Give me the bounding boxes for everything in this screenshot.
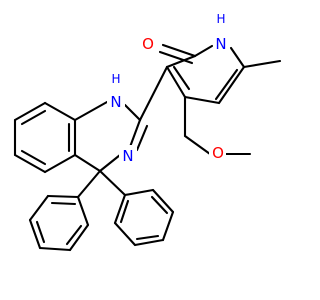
bond	[73, 100, 109, 122]
bond	[123, 188, 155, 197]
bond	[113, 221, 137, 247]
oxygen-label: O	[212, 144, 224, 162]
bond	[161, 210, 175, 242]
bond	[183, 134, 212, 156]
bond	[128, 118, 142, 149]
oxygen-label: O	[142, 35, 154, 53]
bond	[65, 224, 83, 246]
bond	[76, 169, 102, 199]
bond	[46, 194, 80, 199]
molecule-structure: N H O O N H N	[13, 12, 282, 252]
bond	[43, 153, 77, 174]
bond	[183, 95, 221, 105]
bond	[38, 246, 72, 252]
bond	[113, 193, 127, 225]
bond	[35, 220, 46, 244]
bond	[73, 153, 102, 173]
bond	[161, 43, 197, 58]
bond	[165, 54, 197, 69]
bond	[13, 101, 47, 122]
bond	[13, 153, 47, 174]
bond	[50, 201, 77, 206]
bond	[172, 65, 191, 91]
bond	[135, 234, 160, 241]
hydrogen-label: H	[216, 12, 225, 26]
bond	[193, 44, 214, 58]
bond	[217, 65, 246, 105]
nitrogen-label: N	[110, 93, 121, 111]
bond	[151, 188, 175, 214]
bond	[28, 218, 42, 250]
bond	[98, 153, 122, 173]
bond	[150, 195, 169, 215]
bond	[28, 194, 50, 222]
bonds	[13, 43, 282, 252]
nitrogen-label: N	[122, 147, 133, 165]
atom-labels: N H O O N H N	[107, 12, 229, 165]
bond	[20, 149, 47, 166]
nitrogen-label: N	[215, 35, 226, 53]
bond	[68, 223, 90, 252]
bond	[20, 109, 47, 126]
bond	[158, 50, 194, 65]
bond	[214, 68, 239, 101]
bond	[135, 124, 149, 152]
bond	[98, 169, 127, 197]
bond	[229, 46, 246, 69]
bond	[119, 199, 130, 224]
bond	[43, 101, 77, 122]
hydrogen-label: H	[111, 72, 120, 86]
bond	[165, 65, 187, 99]
bond	[123, 103, 142, 122]
bond	[76, 195, 90, 227]
bond	[138, 65, 169, 122]
bond	[242, 59, 282, 69]
bond	[133, 238, 165, 247]
